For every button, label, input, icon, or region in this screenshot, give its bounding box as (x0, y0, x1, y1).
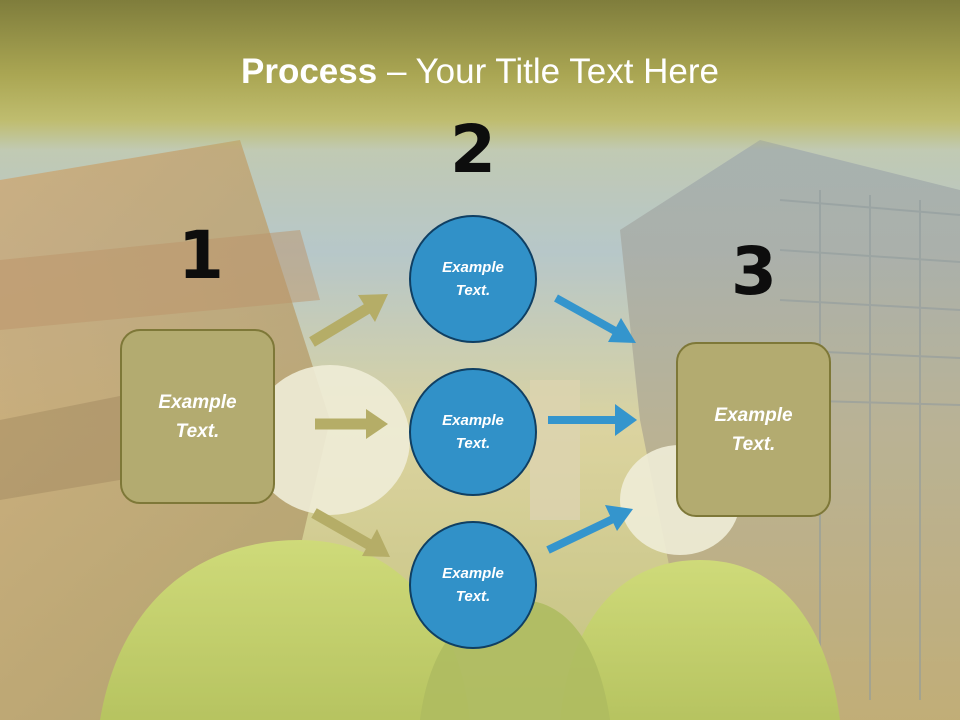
page-title: Process – Your Title Text Here (0, 52, 960, 92)
input-box-line2: Text. (175, 420, 220, 442)
arrow-right-down-head (608, 318, 636, 343)
arrow-right-down-shaft (554, 294, 619, 336)
output-box-line2: Text. (731, 433, 776, 455)
circle-bottom-line2: Text. (455, 588, 491, 605)
circle-top-line1: Example (442, 259, 504, 276)
input-box-line1: Example (158, 391, 237, 413)
title-band (0, 0, 960, 150)
step-number-1: 1 (178, 217, 224, 294)
arrow-left-down-shaft (311, 508, 373, 550)
arrow-left-down-head (362, 529, 390, 557)
title-bold: Process (241, 52, 378, 91)
step-number-2: 2 (450, 111, 496, 188)
output-box-line1: Example (714, 404, 793, 426)
title-rest: – Your Title Text Here (377, 52, 719, 91)
arrow-left-up-shaft (309, 302, 373, 347)
circle-top-line2: Text. (455, 282, 491, 299)
arrow-right-up-head (605, 505, 633, 531)
circle-middle-line1: Example (442, 412, 504, 429)
arrow-right-mid-head (615, 404, 637, 436)
circle-bottom-line1: Example (442, 565, 504, 582)
arrow-left-mid-head (366, 409, 388, 439)
arrow-left-up-head (358, 294, 388, 322)
step-number-3: 3 (731, 233, 777, 310)
circle-middle-line2: Text. (455, 435, 491, 452)
arrow-right-up-shaft (546, 515, 615, 554)
